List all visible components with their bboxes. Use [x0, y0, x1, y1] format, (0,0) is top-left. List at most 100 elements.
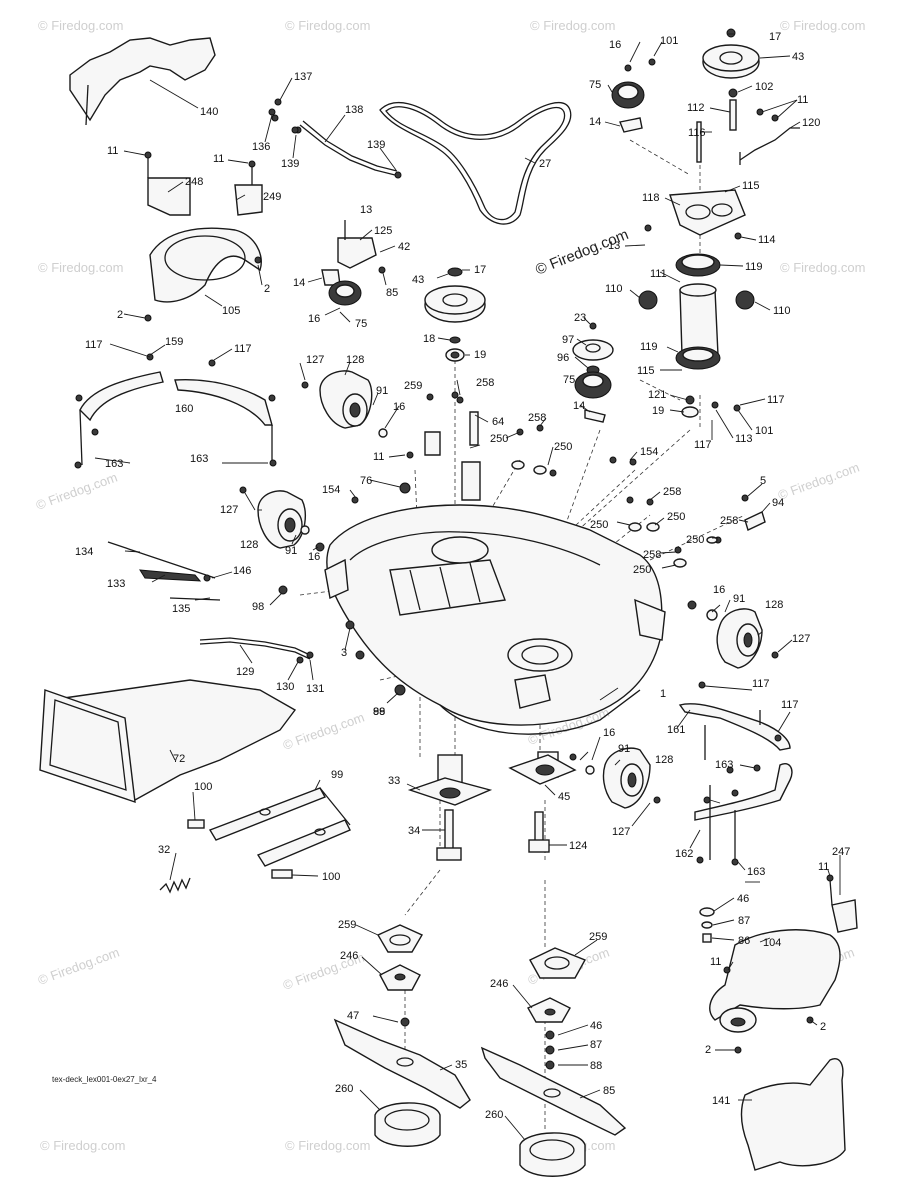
- callout-43: 43: [412, 274, 424, 286]
- leader-lines: [94, 33, 841, 1141]
- part-260-cover-right: [519, 1132, 586, 1177]
- part-128-wheel-lower: [585, 747, 651, 809]
- callout-154: 154: [322, 484, 340, 496]
- callout-134: 134: [75, 546, 93, 558]
- callout-1: 1: [660, 688, 666, 700]
- part-159-arm: [79, 371, 164, 466]
- part-45-spindle: [508, 751, 577, 785]
- callout-117: 117: [234, 343, 252, 355]
- callout-154: 154: [640, 446, 658, 458]
- watermark: © Firedog.com: [776, 459, 861, 502]
- callout-2: 2: [820, 1021, 826, 1033]
- callout-47: 47: [347, 1010, 359, 1022]
- part-104-shield: [709, 879, 858, 1033]
- callout-101: 101: [660, 35, 678, 47]
- callout-45: 45: [558, 791, 570, 803]
- callout-115: 115: [637, 365, 655, 377]
- callout-125: 125: [374, 225, 392, 237]
- part-75-pulley-left: [328, 280, 362, 306]
- callout-32: 32: [158, 844, 170, 856]
- callout-110: 110: [605, 283, 623, 295]
- callout-260: 260: [485, 1109, 503, 1121]
- callout-11: 11: [818, 861, 829, 873]
- callout-91: 91: [285, 545, 297, 557]
- part-248-bracket: [147, 158, 191, 216]
- callout-89: 89: [373, 706, 385, 718]
- callout-5: 5: [760, 475, 766, 487]
- callout-104: 104: [763, 937, 781, 949]
- watermark: © Firedog.com: [38, 18, 123, 33]
- callout-88: 88: [590, 1060, 602, 1072]
- callout-161: 161: [667, 724, 685, 736]
- callout-98: 98: [252, 601, 264, 613]
- callout-140: 140: [200, 106, 218, 118]
- callout-117: 117: [767, 394, 785, 406]
- callout-160: 160: [175, 403, 193, 415]
- part-260-cover-left: [374, 1102, 441, 1147]
- callout-17: 17: [474, 264, 486, 276]
- callout-163: 163: [105, 458, 123, 470]
- part-128-wheel-upper-left: [319, 370, 388, 438]
- watermark-center: © Firedog.com: [533, 226, 631, 279]
- callout-76: 76: [360, 475, 372, 487]
- callout-131: 131: [306, 683, 324, 695]
- part-259-adapter-right: [529, 947, 586, 979]
- callout-248: 248: [185, 176, 203, 188]
- callout-146: 146: [233, 565, 251, 577]
- callout-2: 2: [264, 283, 270, 295]
- part-34-shaft: [436, 809, 462, 861]
- callout-91: 91: [618, 743, 630, 755]
- callout-117: 117: [85, 339, 103, 351]
- part-128-wheel-left: [257, 490, 310, 549]
- callout-99: 99: [331, 769, 343, 781]
- callout-128: 128: [346, 354, 364, 366]
- callout-121: 121: [648, 389, 666, 401]
- callout-133: 133: [107, 578, 125, 590]
- part-129-rod: [199, 637, 314, 664]
- callout-127: 127: [612, 826, 630, 838]
- callout-124: 124: [569, 840, 587, 852]
- callout-46: 46: [590, 1020, 602, 1032]
- callout-250: 250: [590, 519, 608, 531]
- hardware-bolts: [74, 98, 834, 1054]
- callout-111: 111: [650, 268, 667, 280]
- drawing-id: tex-deck_lex001-0ex27_lxr_4: [52, 1075, 157, 1084]
- callout-91: 91: [376, 385, 388, 397]
- callout-110: 110: [773, 305, 791, 317]
- callout-87: 87: [590, 1039, 602, 1051]
- callout-13: 13: [360, 204, 372, 216]
- callout-250: 250: [490, 433, 508, 445]
- callout-115: 115: [742, 180, 760, 192]
- callout-75: 75: [355, 318, 367, 330]
- callout-75: 75: [589, 79, 601, 91]
- hardware-46-87-86: [699, 907, 715, 943]
- part-35-blade: [333, 1017, 471, 1109]
- callout-100: 100: [322, 871, 340, 883]
- callout-258: 258: [643, 549, 661, 561]
- part-105-chute: [149, 227, 262, 303]
- callout-14: 14: [589, 116, 601, 128]
- callout-35: 35: [455, 1059, 467, 1071]
- part-116-112-bolts: [696, 88, 800, 165]
- callout-labels: 1 2 2 2 2 3 5 11 11 11 11 11 11 13 13 14…: [52, 31, 850, 1121]
- part-160-arm: [174, 378, 273, 462]
- callout-16: 16: [713, 584, 725, 596]
- part-33-spindle: [407, 754, 493, 806]
- part-72-chute: [39, 679, 297, 804]
- part-259-adapter-left: [377, 924, 423, 953]
- callout-118: 118: [642, 192, 660, 204]
- part-161-arm: [678, 703, 791, 751]
- callout-162: 162: [675, 848, 693, 860]
- callout-85: 85: [603, 1085, 615, 1097]
- part-32-spring: [159, 877, 191, 894]
- callout-16: 16: [603, 727, 615, 739]
- part-43-pulley: [424, 267, 486, 362]
- callout-259: 259: [404, 380, 422, 392]
- callout-46: 46: [737, 893, 749, 905]
- callout-3: 3: [341, 647, 347, 659]
- callout-128: 128: [765, 599, 783, 611]
- callout-13: 13: [608, 240, 620, 252]
- callout-17: 17: [769, 31, 781, 43]
- callout-117: 117: [694, 439, 712, 451]
- callout-136: 136: [252, 141, 270, 153]
